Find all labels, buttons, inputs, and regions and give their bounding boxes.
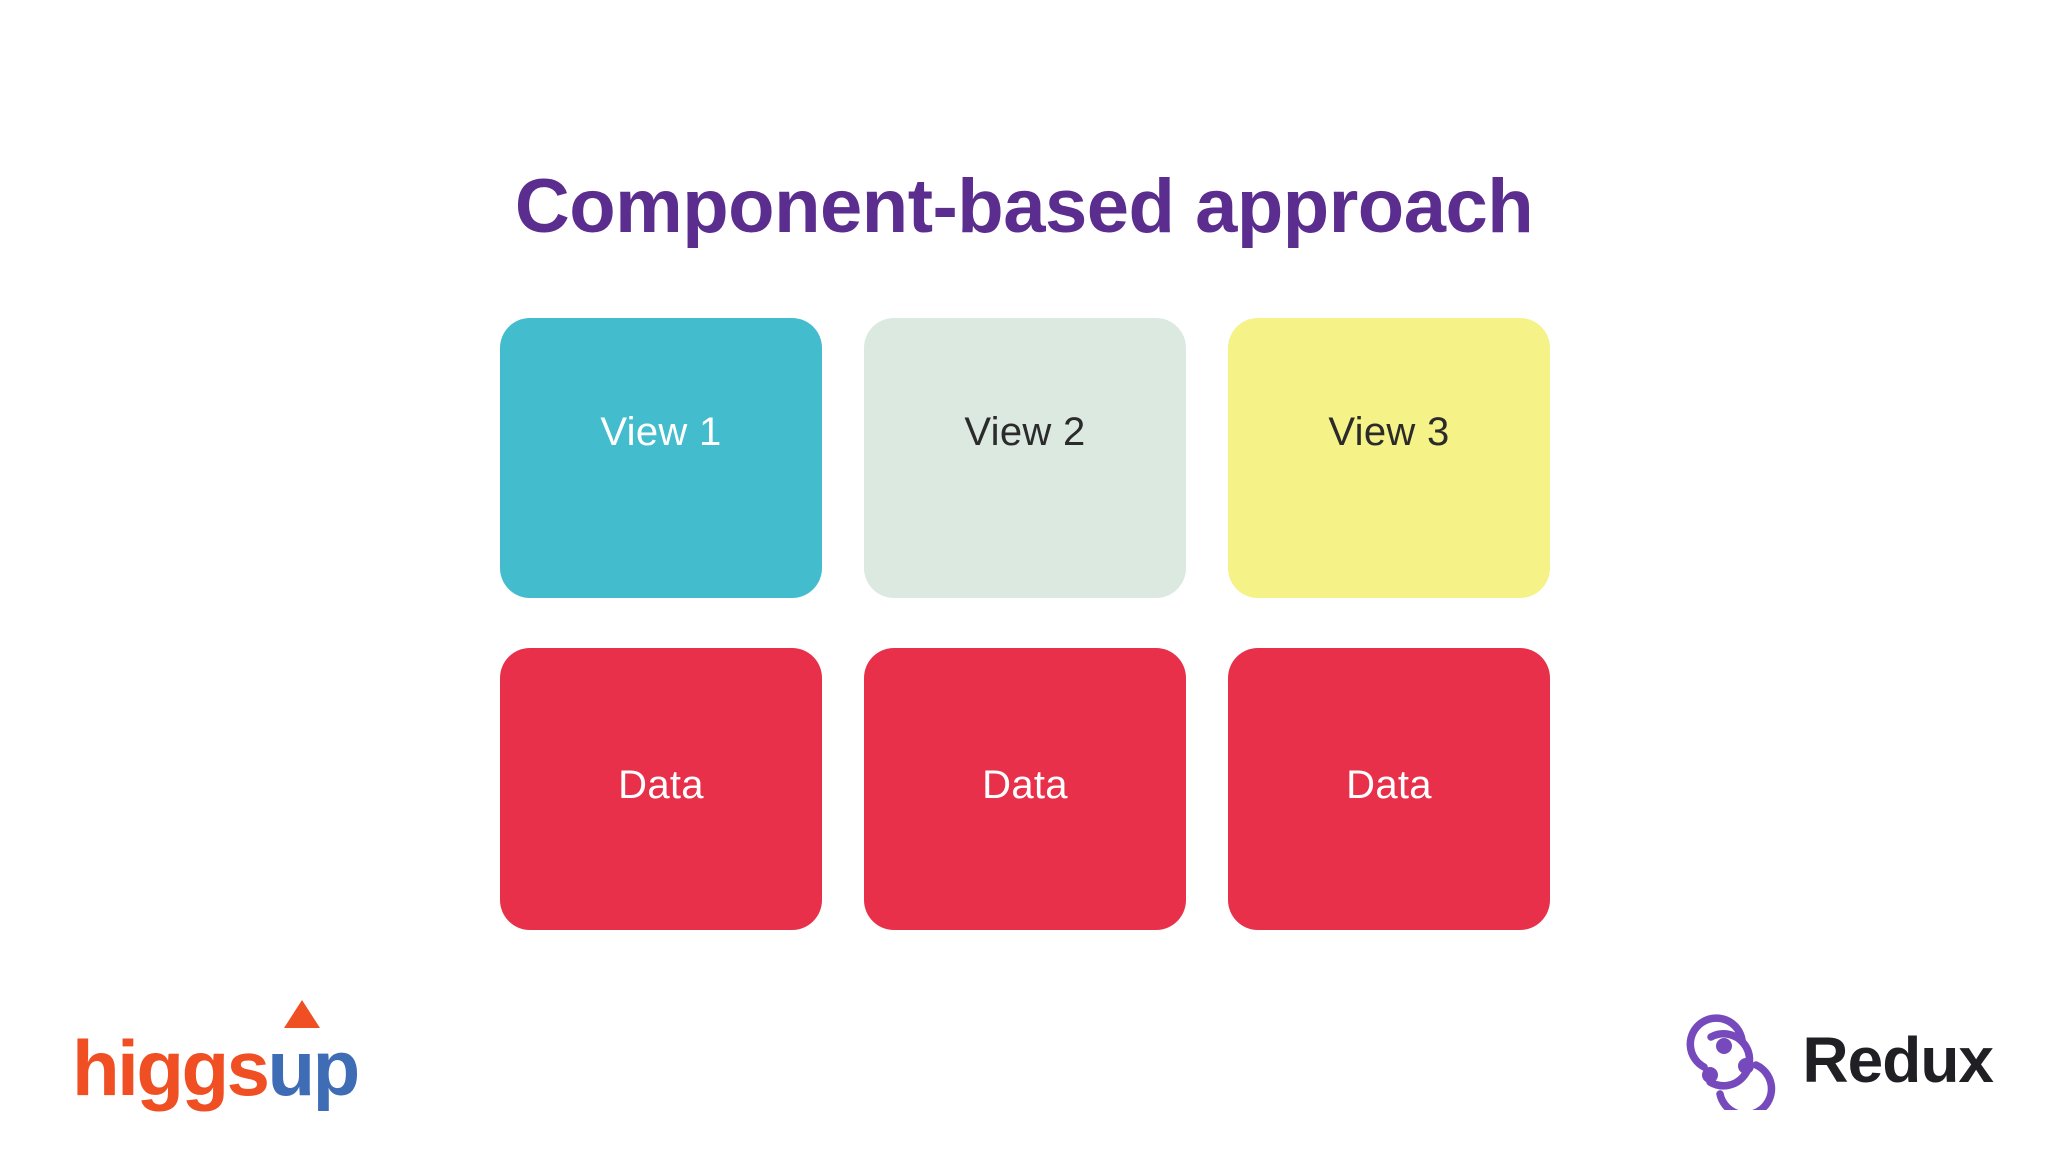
redux-logo: Redux [1680,1010,1994,1119]
view-card-2-label: View 2 [964,410,1086,454]
higgsup-logo-second-part: up [267,1000,361,1112]
data-card-2-label: Data [982,763,1068,807]
component-diagram: View 1 View 2 View 3 Data Data Data [500,318,1550,930]
views-row: View 1 View 2 View 3 [500,318,1550,598]
data-card-1-label: Data [618,763,704,807]
view-card-3[interactable]: View 3 [1228,318,1550,598]
view-card-3-label: View 3 [1328,410,1450,454]
data-card-3-label: Data [1346,763,1432,807]
data-card-3[interactable]: Data [1228,648,1550,930]
higgsup-logo-first-part: higgs [72,1024,270,1112]
data-card-1[interactable]: Data [500,648,822,930]
view-card-2[interactable]: View 2 [864,318,1186,598]
triangle-accent-icon [283,1000,320,1028]
view-card-1[interactable]: View 1 [500,318,822,598]
redux-swirl-icon [1680,1010,1780,1119]
view-card-1-label: View 1 [600,410,722,454]
data-row: Data Data Data [500,648,1550,930]
data-card-2[interactable]: Data [864,648,1186,930]
page-title: Component-based approach [514,163,1534,249]
higgsup-logo-second-part-label: up [267,1024,361,1112]
redux-wordmark: Redux [1802,1024,1994,1096]
